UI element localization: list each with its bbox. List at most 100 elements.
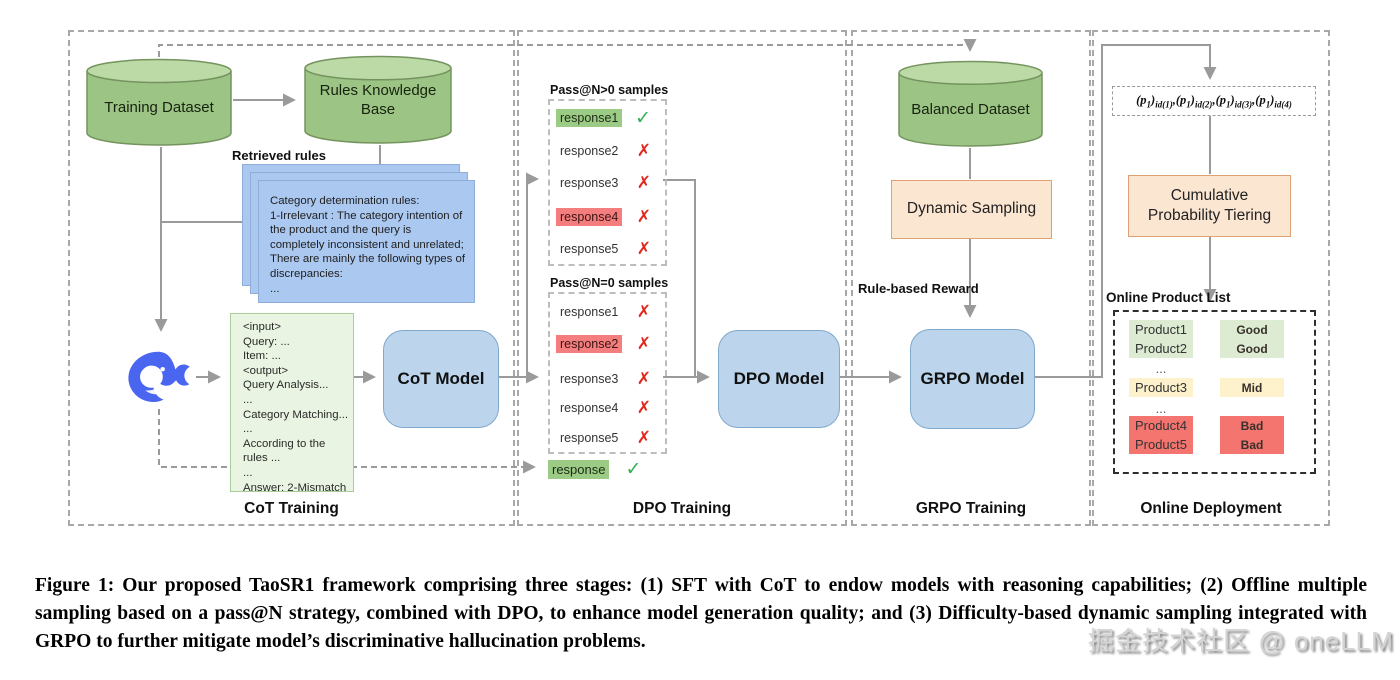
prompt-line: Item: ... <box>243 350 281 363</box>
cross-icon: ✗ <box>636 334 651 354</box>
probability-formula-box: (p1)id(1), (p1)id(2), (p1)id(3), (p1)id(… <box>1112 86 1316 116</box>
rule-line: 1-Irrelevant : The category intention of <box>270 209 463 222</box>
grpo-model-box: GRPO Model <box>910 329 1035 429</box>
response-row: response4 ✗ <box>556 398 661 418</box>
dynamic-sampling-box: Dynamic Sampling <box>891 180 1052 239</box>
cot-model-box: CoT Model <box>383 330 499 428</box>
response-chip: response5 <box>560 431 619 445</box>
response-row: response2 ✗ <box>556 334 661 354</box>
product-row: Product4 Bad <box>1115 416 1314 435</box>
response-chip: response2 <box>560 144 619 158</box>
response-chip: response <box>548 459 610 479</box>
panel-label-online: Online Deployment <box>1140 500 1282 517</box>
cross-icon: ✗ <box>636 207 651 227</box>
prompt-line: Query Analysis... <box>243 379 329 392</box>
ellipsis-text: ... <box>1155 361 1167 376</box>
pass-eq0-title: Pass@N=0 samples <box>550 276 669 290</box>
rule-line: ... <box>270 282 280 295</box>
formula-part: (p1)id(1), <box>1136 92 1176 110</box>
cross-icon: ✗ <box>636 173 651 193</box>
response-row: response1 ✓ <box>556 107 661 129</box>
deepseek-whale-icon <box>126 349 192 406</box>
cylinder-shape <box>304 55 452 144</box>
balanced-dataset-cylinder: Balanced Dataset <box>897 60 1044 148</box>
formula-part: (p1)id(2), <box>1175 92 1216 110</box>
response-row: response2 ✗ <box>556 141 661 161</box>
cross-icon: ✗ <box>636 239 651 259</box>
response-chip: response2 <box>556 335 623 353</box>
response-row: response5 ✗ <box>556 239 661 259</box>
prompt-line: ... <box>243 393 253 406</box>
cross-icon: ✗ <box>636 302 651 322</box>
response-chip: response4 <box>560 401 619 415</box>
cross-icon: ✗ <box>636 398 651 418</box>
final-response-row: response ✓ <box>548 458 641 480</box>
cot-prompt-box: <input> Query: ... Item: ... <output> Qu… <box>230 313 354 494</box>
cross-icon: ✗ <box>636 428 651 448</box>
dpo-model-box: DPO Model <box>718 330 840 428</box>
rule-line: completely inconsistent and unrelated; <box>270 238 464 251</box>
rules-card-front: Category determination rules: 1-Irreleva… <box>258 180 475 303</box>
balanced-dataset-label: Balanced Dataset <box>911 100 1030 118</box>
cross-icon: ✗ <box>636 141 651 161</box>
rule-line: There are mainly the following types of <box>270 253 466 266</box>
pass-eq0-box: response1 ✗ response2 ✗ response3 ✗ resp… <box>548 292 667 454</box>
pass-gt0-title: Pass@N>0 samples <box>550 83 669 97</box>
panel-label-grpo: GRPO Training <box>915 500 1027 517</box>
panel-cot-training: CoT Training <box>68 30 515 526</box>
response-row: response3 ✗ <box>556 369 661 389</box>
rule-line: the product and the query is <box>270 224 412 237</box>
product-name-chip: Product4 <box>1129 416 1193 435</box>
response-chip: response1 <box>556 109 623 127</box>
response-row: response5 ✗ <box>556 428 661 448</box>
rules-knowledge-base-cylinder: Rules Knowledge Base <box>303 55 453 145</box>
tiering-line: Cumulative <box>1170 186 1249 204</box>
check-icon: ✓ <box>625 458 642 480</box>
product-tier-chip: Bad <box>1220 416 1284 435</box>
product-name-chip: Product3 <box>1129 378 1193 397</box>
training-dataset-label: Training Dataset <box>104 99 214 117</box>
tiering-line: Probability Tiering <box>1147 207 1272 224</box>
prompt-line: Query: ... <box>243 335 290 348</box>
prompt-line: Category Matching... <box>243 408 349 421</box>
panel-label-cot: CoT Training <box>244 500 339 517</box>
prompt-line: Answer: 2-Mismatch <box>243 481 347 494</box>
check-icon: ✓ <box>635 107 651 129</box>
product-tier-chip: Good <box>1220 320 1284 339</box>
prompt-line: rules ... <box>243 452 281 465</box>
figure-caption: Figure 1: Our proposed TaoSR1 framework … <box>35 574 1367 653</box>
product-row: Product1 Good <box>1115 320 1314 339</box>
prompt-line: According to the <box>243 437 326 450</box>
rule-line: discrepancies: <box>270 267 343 280</box>
ellipsis-text: ... <box>1155 401 1167 416</box>
retrieved-rules-label: Retrieved rules <box>232 148 326 163</box>
pass-gt0-box: response1 ✓ response2 ✗ response3 ✗ resp… <box>548 99 667 266</box>
product-tier-chip: Mid <box>1220 378 1284 397</box>
cylinder-shape <box>86 58 232 146</box>
prompt-line: ... <box>243 423 253 436</box>
product-row-ellipsis: ... <box>1115 359 1314 378</box>
online-product-list-box: Product1 Good Product2 Good ... Product3… <box>1113 310 1316 474</box>
panel-dpo-training: DPO Training <box>517 30 847 526</box>
product-tier-chip: Bad <box>1220 435 1284 454</box>
prompt-line: <output> <box>243 364 288 377</box>
response-chip: response4 <box>556 208 623 226</box>
rule-line: Category determination rules: <box>270 195 420 207</box>
product-row: Product5 Bad <box>1115 435 1314 454</box>
rules-kb-label: Rules Knowledge Base <box>319 82 437 118</box>
cumulative-probability-tiering-box: Cumulative Probability Tiering <box>1128 175 1291 237</box>
response-chip: response3 <box>560 372 619 386</box>
cross-icon: ✗ <box>636 369 651 389</box>
response-chip: response1 <box>560 305 619 319</box>
product-name-chip: Product1 <box>1129 320 1193 339</box>
product-name-chip: Product5 <box>1129 435 1193 454</box>
response-row: response3 ✗ <box>556 173 661 193</box>
formula-part: (p1)id(4) <box>1255 92 1292 110</box>
response-row: response1 ✗ <box>556 302 661 322</box>
watermark-text: 掘金技术社区 @ oneLLM <box>1088 626 1394 656</box>
training-dataset-cylinder: Training Dataset <box>85 58 233 147</box>
rule-based-reward-label: Rule-based Reward <box>858 281 979 296</box>
product-tier-chip: Good <box>1220 339 1284 358</box>
product-row: Product3 Mid <box>1115 378 1314 397</box>
